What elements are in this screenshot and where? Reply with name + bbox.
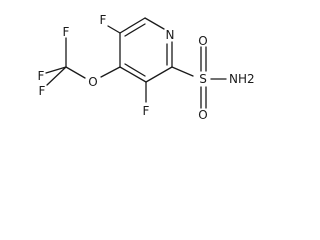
chemical-structure-diagram: F N O F F F F S O O NH2	[38, 13, 255, 122]
atom-sulfonyl-oxygen-bottom: O	[198, 108, 207, 122]
atom-cf3-fluorine-bottom: F	[39, 84, 46, 98]
atom-ether-oxygen: O	[88, 75, 97, 89]
atom-sulfonyl-oxygen-top: O	[198, 34, 207, 48]
bond-c3-c4	[119, 66, 147, 83]
bond-c4-o	[100, 66, 121, 78]
bond-c6-n1	[144, 17, 165, 30]
bond-lines	[45, 17, 227, 109]
atom-amine: NH2	[229, 72, 255, 86]
bond-c3-c4-double	[124, 63, 146, 77]
bond-c2-s	[171, 66, 194, 77]
bond-c2-c3	[145, 66, 173, 83]
atom-cf3-fluorine-top: F	[63, 25, 70, 39]
atom-cf3-fluorine-left: F	[38, 69, 45, 83]
bond-c5-c6-double	[124, 23, 146, 37]
bond-c5-c6	[119, 17, 146, 34]
bond-o-cf3	[65, 66, 86, 79]
atom-pyridine-nitrogen: N	[166, 28, 175, 42]
bond-c5-f	[107, 25, 121, 34]
atom-labels: F N O F F F F S O O NH2	[38, 13, 255, 122]
atom-sulfur: S	[199, 72, 207, 86]
bond-cf3-f-left	[45, 66, 67, 74]
atom-fluorine-top: F	[100, 13, 107, 27]
bond-cf3-f-bottom	[46, 66, 67, 86]
atom-fluorine-bottom: F	[143, 104, 150, 118]
